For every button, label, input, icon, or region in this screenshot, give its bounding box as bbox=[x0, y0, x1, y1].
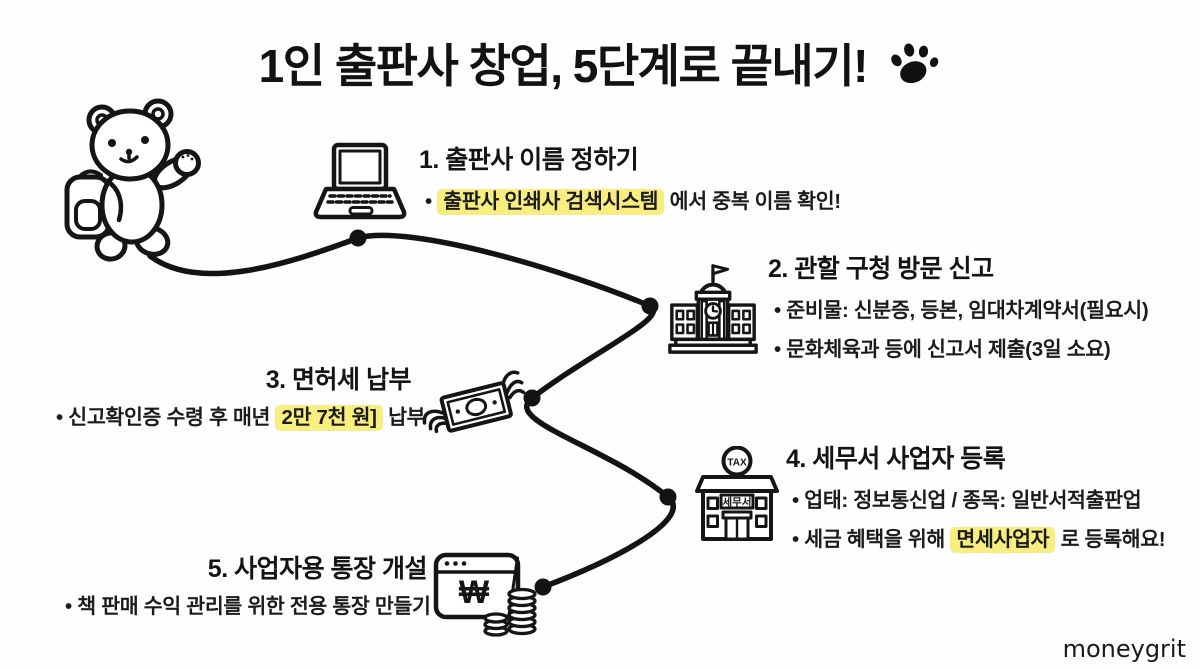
step-2-bullet: • 준비물: 신분증, 등본, 임대차계약서(필요시) bbox=[774, 298, 1149, 322]
bankbook-coins-icon: ₩ bbox=[430, 545, 542, 643]
tax-office-plate-text: 세무서 bbox=[723, 496, 752, 509]
step-2-bullet: • 문화체육과 등에 신고서 제출(3일 소요) bbox=[774, 337, 1111, 361]
step-3-bullet: • 신고확인증 수령 후 매년 2만 7천 원] 납부 bbox=[56, 405, 426, 431]
won-symbol: ₩ bbox=[459, 574, 490, 610]
page-title: 1인 출판사 창업, 5단계로 끝내기! bbox=[258, 40, 869, 92]
step-1-bullet: • 출판사 인쇄사 검색시스템 에서 중복 이름 확인! bbox=[425, 188, 841, 215]
paw-print-icon bbox=[884, 35, 944, 90]
step-3-bullets: • 신고확인증 수령 후 매년 2만 7천 원] 납부 bbox=[56, 403, 425, 434]
tax-sign-text: TAX bbox=[727, 458, 747, 469]
step-2: 2. 관할 구청 방문 신고 • 준비물: 신분증, 등본, 임대차계약서(필요… bbox=[768, 255, 1149, 373]
step-1-title: 1. 출판사 이름 정하기 bbox=[419, 146, 639, 174]
step-3: 3. 면허세 납부 bbox=[0, 366, 412, 395]
path-node-2 bbox=[641, 297, 659, 315]
bear-head bbox=[89, 108, 171, 182]
laptop-icon bbox=[308, 140, 408, 232]
walking-bear-with-backpack bbox=[55, 93, 205, 268]
highlighted-text: 면세사업자 bbox=[950, 526, 1056, 553]
step-4-bullet: • 세금 혜택을 위해 면세사업자 로 등록해요! bbox=[792, 526, 1166, 553]
highlighted-text: 2만 7천 원] bbox=[275, 405, 383, 431]
header: 1인 출판사 창업, 5단계로 끝내기! bbox=[0, 30, 1200, 96]
path-node-4 bbox=[659, 488, 677, 506]
coin-stack-large bbox=[507, 587, 537, 636]
path-node-1 bbox=[349, 229, 367, 247]
step-5: 5. 사업자용 통장 개설 bbox=[0, 555, 428, 584]
step-4-bullet: • 업태: 정보통신업 / 종목: 일반서적출판업 bbox=[792, 488, 1142, 512]
highlighted-text: 출판사 인쇄사 검색시스템 bbox=[437, 188, 665, 215]
tax-office-icon: TAX 세무서 bbox=[692, 446, 782, 544]
watermark: moneygrit bbox=[1062, 635, 1186, 663]
path-node-3 bbox=[523, 389, 541, 407]
step-5-bullets: • 책 판매 수익 관리를 위한 전용 통장 만들기 bbox=[65, 592, 431, 623]
step-5-bullet: • 책 판매 수익 관리를 위한 전용 통장 만들기 bbox=[65, 595, 431, 618]
coin-stack-small bbox=[483, 612, 509, 637]
path-node-5 bbox=[534, 578, 552, 596]
step-3-title: 3. 면허세 납부 bbox=[265, 366, 412, 394]
step-2-title: 2. 관할 구청 방문 신고 bbox=[768, 255, 994, 283]
winged-money-icon bbox=[420, 360, 532, 452]
step-4-title: 4. 세무서 사업자 등록 bbox=[786, 445, 1006, 473]
bear-paw bbox=[173, 149, 201, 177]
step-5-title: 5. 사업자용 통장 개설 bbox=[207, 555, 428, 583]
step-4: 4. 세무서 사업자 등록 • 업태: 정보통신업 / 종목: 일반서적출판업 … bbox=[786, 445, 1166, 563]
step-1: 1. 출판사 이름 정하기 • 출판사 인쇄사 검색시스템 에서 중복 이름 확… bbox=[419, 146, 841, 226]
government-building-icon bbox=[664, 258, 762, 358]
